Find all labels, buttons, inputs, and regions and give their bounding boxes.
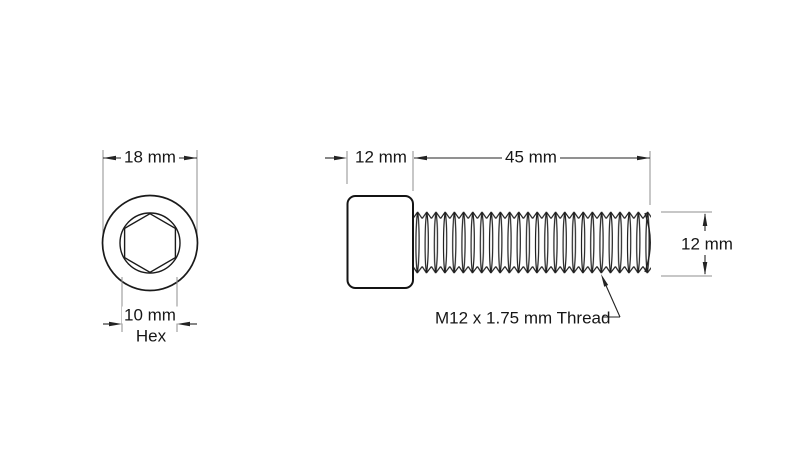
- side-view: [325, 151, 712, 318]
- dimension-arrowhead: [177, 321, 190, 327]
- screw-head-outline: [346, 195, 414, 289]
- dimension-arrowhead: [109, 321, 122, 327]
- dimension-arrowhead: [103, 155, 116, 161]
- socket-circle: [119, 212, 181, 274]
- head-length-dimension: [325, 155, 347, 161]
- thread-length-dimension: [414, 155, 650, 161]
- head-diameter-extension-lines: [102, 150, 198, 240]
- dimension-arrowhead: [334, 155, 347, 161]
- hex-word-label: Hex: [133, 326, 169, 346]
- thread-note-label: M12 x 1.75 mm Thread: [435, 308, 611, 328]
- head-length-label: 12 mm: [353, 147, 409, 167]
- hex-size-dimension: [103, 321, 197, 327]
- dimension-arrowhead: [702, 213, 708, 226]
- end-view: [101, 150, 199, 332]
- shaft-diameter-label: 12 mm: [679, 234, 735, 254]
- side-view-extension-lines: [346, 151, 712, 277]
- dimension-arrowhead: [637, 155, 650, 161]
- hex-socket-outline: [123, 212, 177, 274]
- thread-shaft: [413, 211, 651, 274]
- shaft-diameter-dimension: [702, 213, 708, 275]
- leader-arrowhead: [601, 274, 609, 287]
- hex-size-label: 10 mm: [122, 305, 178, 325]
- head-diameter-label: 18 mm: [122, 147, 178, 167]
- head-diameter-dimension: [103, 155, 197, 161]
- dimension-arrowhead: [414, 155, 427, 161]
- thread-length-label: 45 mm: [503, 147, 559, 167]
- dimension-arrowhead: [702, 262, 708, 275]
- thread-callout-leader: [601, 274, 621, 318]
- dimension-arrowhead: [184, 155, 197, 161]
- thread-end-cap: [644, 212, 651, 273]
